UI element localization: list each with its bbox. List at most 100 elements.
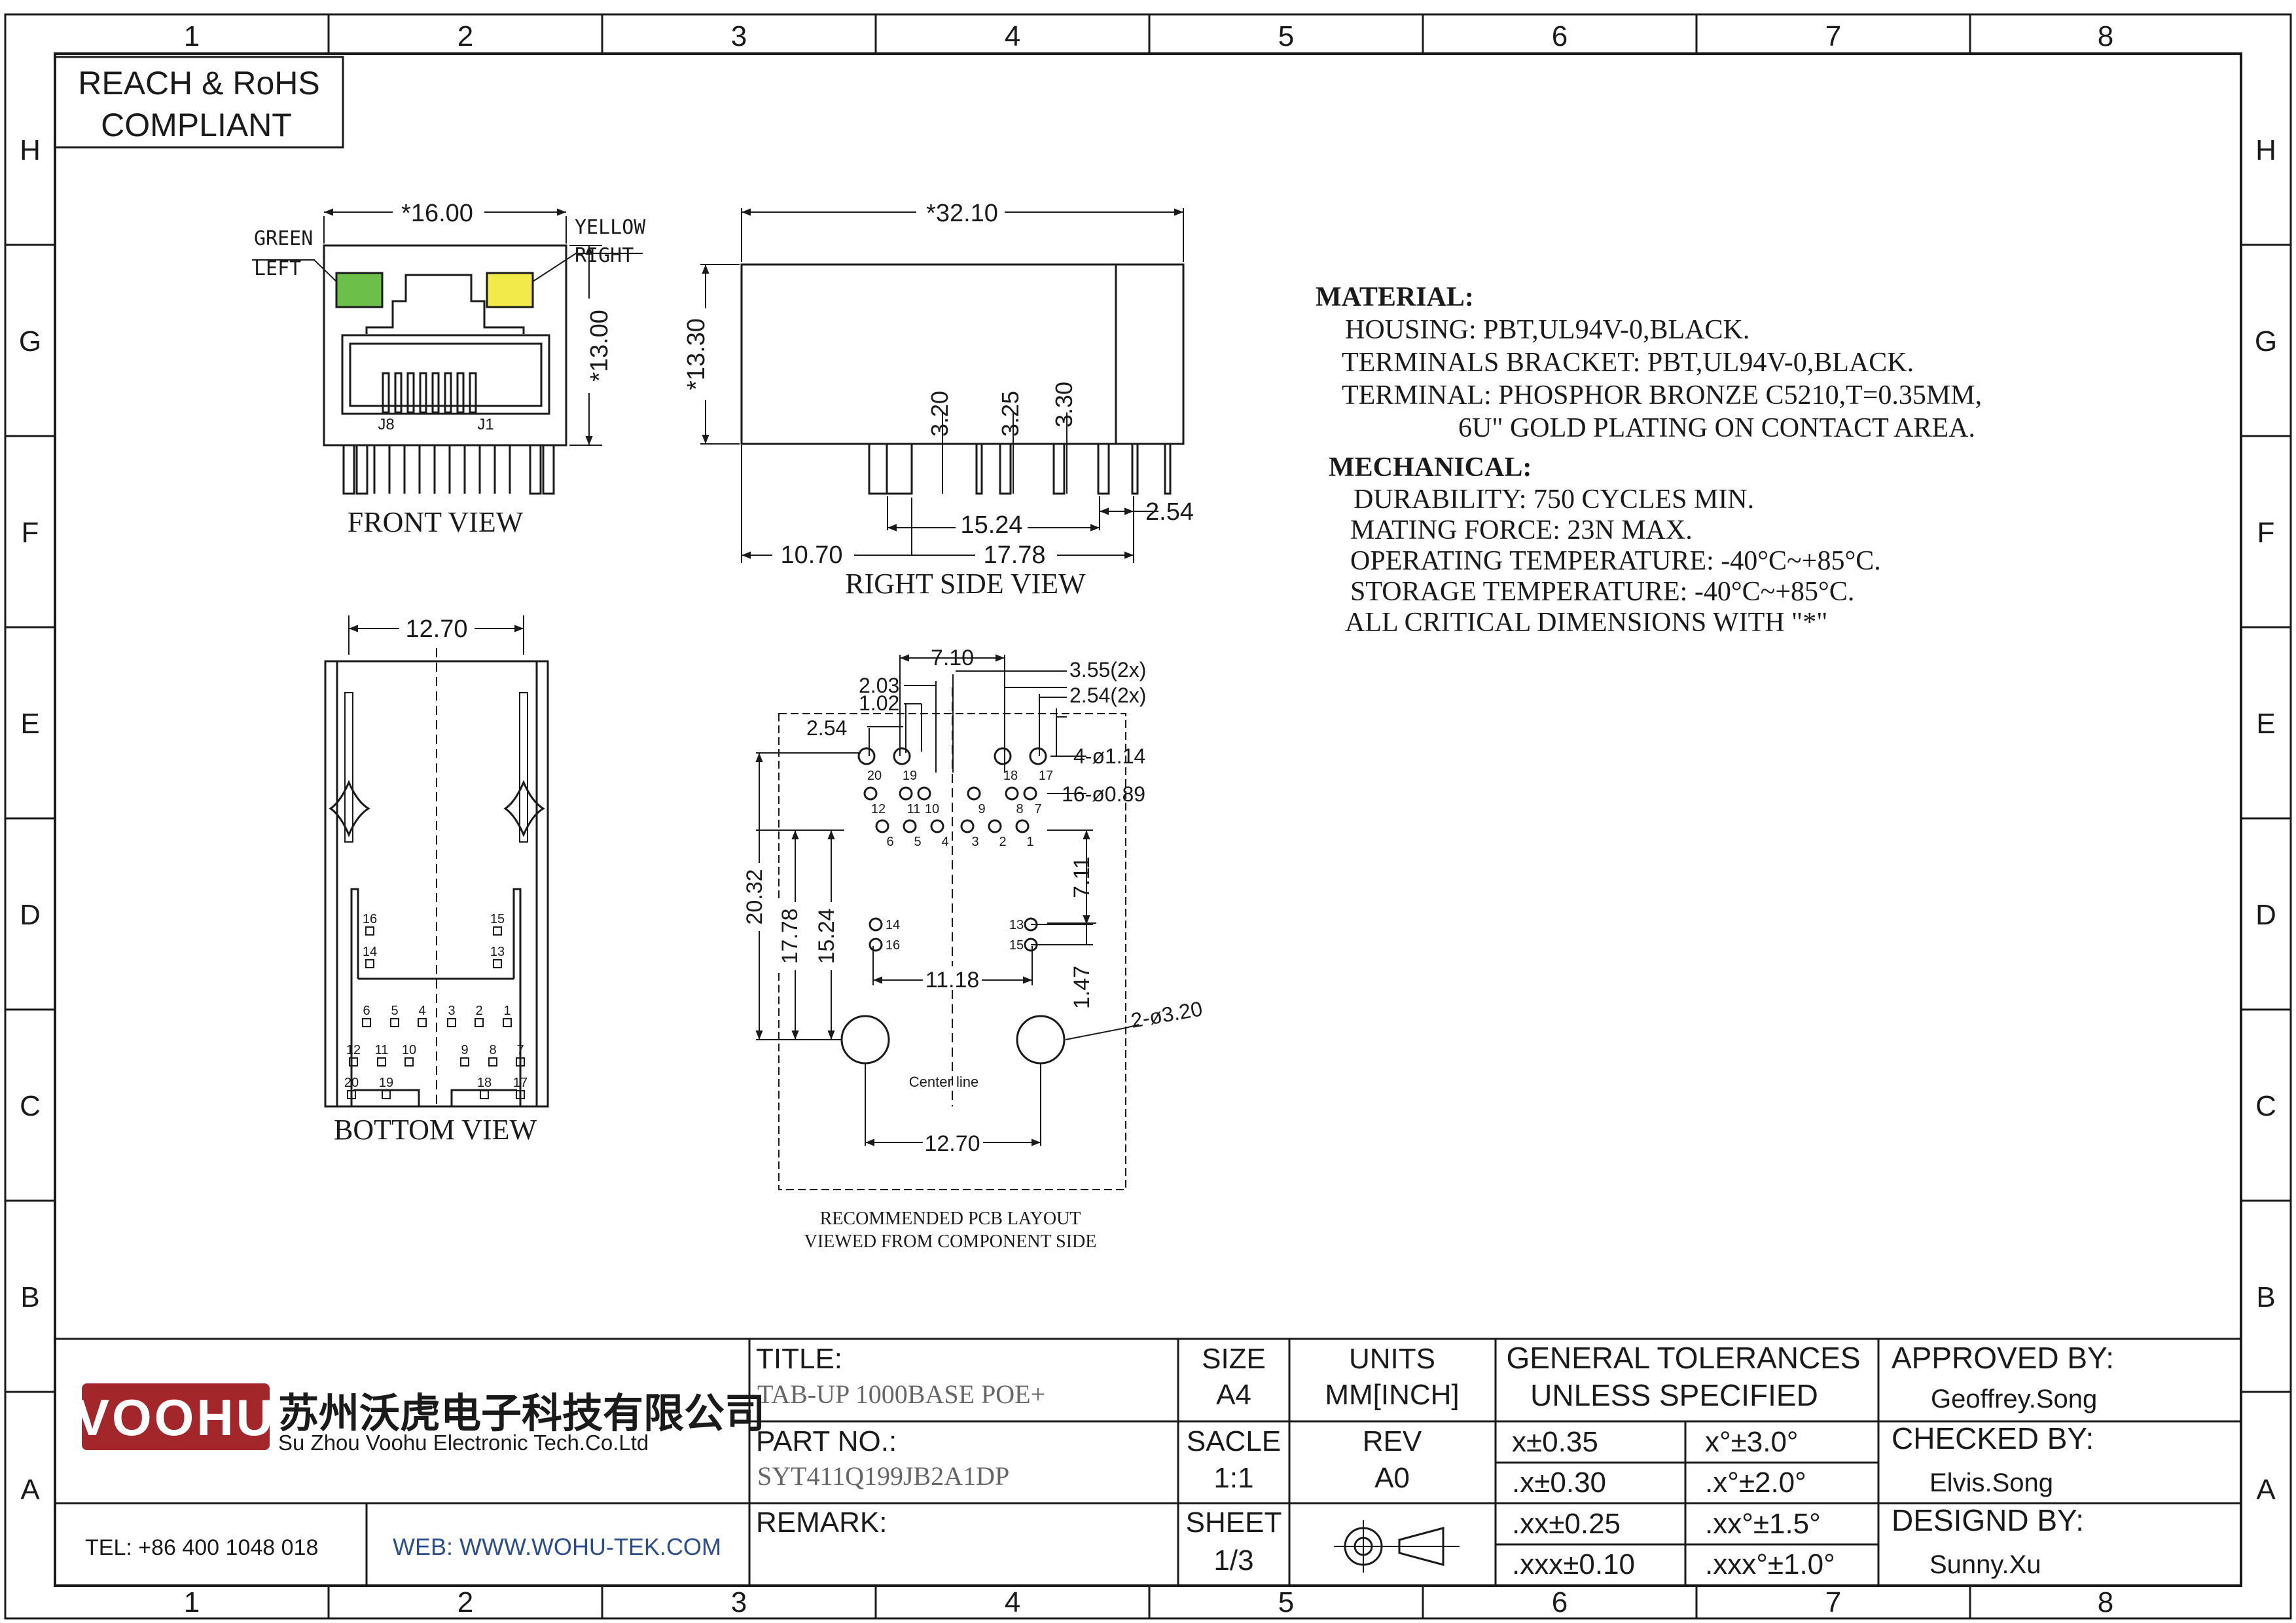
sheet-value: 1/3 <box>1213 1544 1253 1577</box>
bottom-width-dim: 12.70 <box>405 615 467 643</box>
frame-row-label: B <box>2256 1281 2275 1313</box>
pcb-pin-label: 2 <box>999 835 1006 849</box>
frame-col-label: 3 <box>731 20 747 52</box>
size-value: A4 <box>1216 1379 1251 1411</box>
front-view-labels: *16.00 *13.00 GREEN LEFT YELLOW RIGHT J8… <box>254 200 646 538</box>
bottom-pad <box>516 1090 525 1099</box>
frame-row-label: D <box>2255 899 2276 931</box>
pcb-hole <box>1023 786 1037 801</box>
checked-by-value: Elvis.Song <box>1929 1468 2053 1497</box>
pcb-pin-label: 5 <box>914 835 921 849</box>
tol-angle-2: .xx°±1.5° <box>1705 1508 1821 1540</box>
pcb-hole <box>857 747 876 765</box>
compliance-line1: REACH & RoHS <box>78 65 320 101</box>
material-line-4: 6U" GOLD PLATING ON CONTACT AREA. <box>1458 413 1975 443</box>
bottom-pad <box>382 1090 391 1099</box>
side-dim-330: 3.30 <box>1050 382 1077 428</box>
approved-by-value: Geoffrey.Song <box>1931 1385 2097 1413</box>
jack-contact <box>456 372 465 414</box>
pcb-pin-label: 15 <box>1009 938 1024 953</box>
pcb-hole <box>893 747 911 765</box>
bottom-pad <box>418 1018 427 1027</box>
company-logo: VOOHU <box>75 1383 276 1450</box>
jack-contact <box>394 372 403 414</box>
bottom-pin-label: 9 <box>461 1043 468 1057</box>
company-name-en: Su Zhou Voohu Electronic Tech.Co.Ltd <box>278 1431 649 1455</box>
compliance-line2: COMPLIANT <box>101 107 292 143</box>
frame-row-label: A <box>20 1474 40 1506</box>
frame-row-label: C <box>2255 1090 2276 1122</box>
pcb-pin-label: 18 <box>1003 769 1018 783</box>
side-pin <box>1097 443 1110 495</box>
pcb-hole <box>863 786 878 801</box>
frame-col-label: 6 <box>1552 20 1568 52</box>
bottom-pin-label: 11 <box>375 1043 389 1057</box>
bottom-pin-label: 6 <box>363 1004 370 1018</box>
frame-row-label: E <box>20 708 39 740</box>
side-dim-325: 3.25 <box>997 391 1024 437</box>
approved-by-label: APPROVED BY: <box>1892 1341 2114 1375</box>
title-block-labels: 苏州沃虎电子科技有限公司 Su Zhou Voohu Electronic Te… <box>85 1341 2114 1580</box>
mechanical-line-1: DURABILITY: 750 CYCLES MIN. <box>1354 484 1754 515</box>
pcb-hole <box>1015 819 1030 833</box>
pcb-pin-label: 16 <box>886 938 900 953</box>
side-view-caption: RIGHT SIDE VIEW <box>845 568 1086 600</box>
material-title: MATERIAL: <box>1316 282 1474 312</box>
bottom-pad <box>404 1057 414 1067</box>
pcb-pin-label: 1 <box>1026 835 1033 849</box>
pcb-dim-710: 7.10 <box>931 646 974 670</box>
tolerance-title1: GENERAL TOLERANCES <box>1506 1341 1860 1375</box>
pcb-pin-label: 7 <box>1034 802 1041 816</box>
pcb-dim-102: 1.02 <box>859 691 899 715</box>
title-value: TAB-UP 1000BASE POE+ <box>757 1379 1045 1409</box>
yellow-led <box>486 272 534 308</box>
pin-j1-label: J1 <box>477 416 493 433</box>
side-dim-1524: 15.24 <box>960 511 1022 539</box>
front-view-caption: FRONT VIEW <box>348 506 524 538</box>
bottom-pad <box>493 959 502 968</box>
company-web: WEB: WWW.WOHU-TEK.COM <box>393 1533 721 1560</box>
frame-row-label: F <box>22 517 39 549</box>
bottom-pin-label: 4 <box>418 1004 425 1018</box>
pcb-layout <box>755 654 1139 1190</box>
bottom-pad <box>475 1018 484 1027</box>
pcb-dim-1524: 15.24 <box>814 908 839 964</box>
pcb-pin-label: 12 <box>871 802 886 816</box>
pcb-dim-1118: 11.18 <box>925 968 980 993</box>
bottom-view-caption: BOTTOM VIEW <box>334 1114 537 1146</box>
pcb-hole <box>899 786 913 801</box>
frame-col-label: 8 <box>2098 1586 2113 1618</box>
frame-row-label: G <box>19 325 41 357</box>
logo-text: VOOHU <box>75 1389 276 1446</box>
frame-row-label: C <box>20 1090 41 1122</box>
pcb-pin-label: 6 <box>886 835 893 849</box>
frame-grid-ticks <box>5 14 2291 1618</box>
bottom-pin-label: 2 <box>475 1004 482 1018</box>
pcb-hole <box>960 819 975 833</box>
pcb-dim-254: 2.54 <box>806 716 847 740</box>
pcb-hole <box>869 938 883 952</box>
jack-contact <box>444 372 452 414</box>
bottom-pad <box>516 1057 525 1067</box>
side-pin <box>1131 443 1139 495</box>
frame-col-label: 4 <box>1005 20 1020 52</box>
front-height-dim: *13.00 <box>586 310 613 382</box>
front-width-dim: *16.00 <box>401 200 473 227</box>
frame-row-label: E <box>2256 708 2275 740</box>
jack-contact <box>431 372 440 414</box>
pcb-pin-label: 14 <box>886 918 900 932</box>
designed-by-value: Sunny.Xu <box>1929 1550 2041 1579</box>
pcb-caption2: VIEWED FROM COMPONENT SIDE <box>804 1231 1097 1252</box>
compliance-box: REACH & RoHS COMPLIANT <box>54 56 344 149</box>
bottom-pad <box>390 1018 399 1027</box>
size-label: SIZE <box>1202 1343 1266 1375</box>
bottom-pad <box>503 1018 512 1027</box>
scale-label: SACLE <box>1187 1425 1281 1457</box>
bottom-pad <box>349 1057 358 1067</box>
bottom-pad <box>493 926 502 936</box>
pcb-hole <box>875 819 889 833</box>
frame-row-label: H <box>20 134 41 166</box>
jack-contact <box>406 372 415 414</box>
pcb-dim-1778: 17.78 <box>778 908 802 964</box>
